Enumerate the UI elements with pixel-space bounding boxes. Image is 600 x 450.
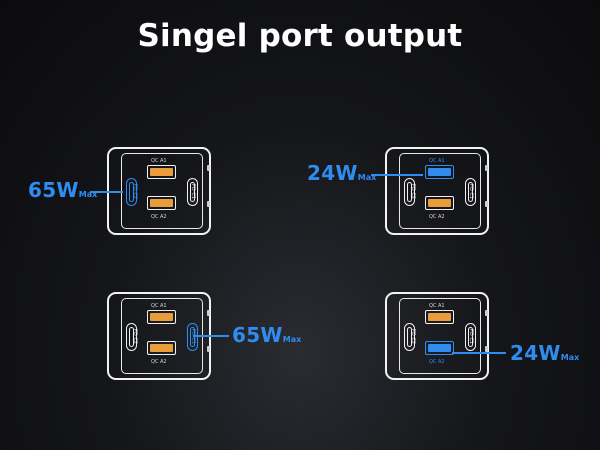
usb-a-port-qc-a1 xyxy=(147,165,176,179)
usb-a-port-qc-a2 xyxy=(425,341,454,355)
usb-a-port-qc-a1 xyxy=(425,310,454,324)
port-label-pd-c2: PD C2 xyxy=(410,328,417,345)
usb-c-port-pd-c1 xyxy=(187,178,198,206)
plug-pin xyxy=(207,165,210,171)
port-label-qc-a2: QC A2 xyxy=(151,214,167,220)
page-title: Singel port output xyxy=(137,18,463,54)
port-faceplate: QC A1 QC A2 PD C2 PD C1 xyxy=(121,298,203,374)
port-label-qc-a2: QC A2 xyxy=(429,214,445,220)
port-faceplate: QC A1 QC A2 PD C2 PD C1 xyxy=(399,153,481,229)
port-faceplate: QC A1 QC A2 PD C2 PD C1 xyxy=(399,298,481,374)
usb-c-port-pd-c1 xyxy=(187,323,198,351)
usb-a-port-qc-a1 xyxy=(425,165,454,179)
usb-c-port-pd-c2 xyxy=(404,178,415,206)
power-callout-pd-c1: 65WMax xyxy=(232,323,301,347)
wattage-value: 24W xyxy=(510,341,561,365)
usb-c-port-pd-c1 xyxy=(465,178,476,206)
power-callout-qc-a1: 24WMax xyxy=(307,161,376,185)
usb-a-port-qc-a1 xyxy=(147,310,176,324)
wattage-value: 24W xyxy=(307,161,358,185)
charger-diagram-qc-a1: QC A1 QC A2 PD C2 PD C1 xyxy=(385,147,489,235)
charger-diagram-qc-a2: QC A1 QC A2 PD C2 PD C1 xyxy=(385,292,489,380)
port-label-pd-c2: PD C2 xyxy=(410,183,417,200)
port-label-pd-c1: PD C1 xyxy=(468,328,475,345)
wattage-value: 65W xyxy=(28,178,79,202)
plug-pin xyxy=(485,165,488,171)
wattage-suffix: Max xyxy=(78,190,98,199)
plug-pin xyxy=(485,346,488,352)
port-label-pd-c1: PD C1 xyxy=(190,183,197,200)
wattage-suffix: Max xyxy=(560,353,580,362)
wattage-suffix: Max xyxy=(357,173,377,182)
usb-c-port-pd-c2 xyxy=(126,323,137,351)
usb-c-port-pd-c2 xyxy=(404,323,415,351)
usb-c-port-pd-c1 xyxy=(465,323,476,351)
plug-pin xyxy=(207,201,210,207)
usb-a-port-qc-a2 xyxy=(425,196,454,210)
plug-pin xyxy=(207,310,210,316)
port-label-qc-a2: QC A2 xyxy=(151,359,167,365)
port-faceplate: QC A1 QC A2 PD C2 PD C1 xyxy=(121,153,203,229)
usb-a-port-qc-a2 xyxy=(147,196,176,210)
port-label-qc-a1: QC A1 xyxy=(151,158,167,164)
power-callout-qc-a2: 24WMax xyxy=(510,341,579,365)
usb-a-port-qc-a2 xyxy=(147,341,176,355)
port-label-pd-c2: PD C2 xyxy=(132,183,139,200)
port-label-qc-a2: QC A2 xyxy=(429,359,445,365)
port-label-qc-a1: QC A1 xyxy=(151,303,167,309)
plug-pin xyxy=(485,201,488,207)
port-label-qc-a1: QC A1 xyxy=(429,158,445,164)
port-label-qc-a1: QC A1 xyxy=(429,303,445,309)
callout-line xyxy=(371,174,423,176)
port-label-pd-c1: PD C1 xyxy=(190,328,197,345)
wattage-value: 65W xyxy=(232,323,283,347)
usb-c-port-pd-c2 xyxy=(126,178,137,206)
callout-line xyxy=(90,191,123,193)
power-callout-pd-c2: 65WMax xyxy=(28,178,97,202)
port-label-pd-c1: PD C1 xyxy=(468,183,475,200)
plug-pin xyxy=(485,310,488,316)
callout-line xyxy=(452,352,506,354)
wattage-suffix: Max xyxy=(282,335,302,344)
plug-pin xyxy=(207,346,210,352)
callout-line xyxy=(193,335,229,337)
port-label-pd-c2: PD C2 xyxy=(132,328,139,345)
